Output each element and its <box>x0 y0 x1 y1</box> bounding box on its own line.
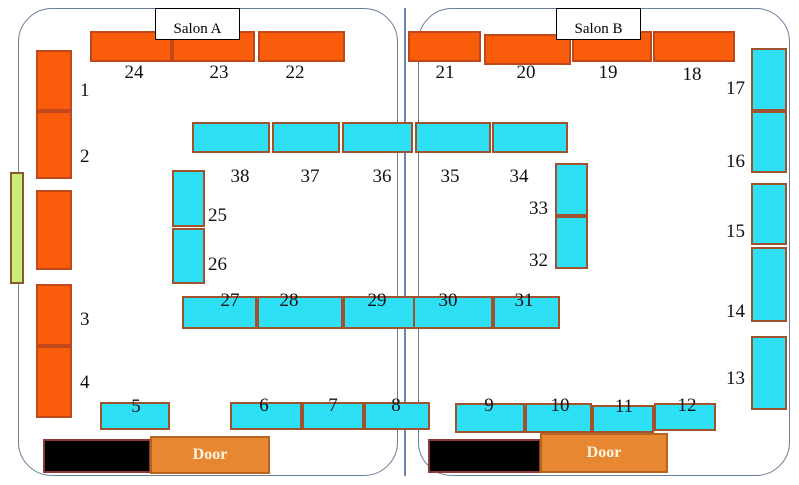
booth-label-19: 19 <box>598 62 618 83</box>
booth-3[interactable] <box>36 284 72 346</box>
salon-a-label-box: Salon A <box>155 8 240 40</box>
booth-label-9: 9 <box>484 395 494 416</box>
booth-label-6: 6 <box>259 395 269 416</box>
salon-b-label-box: Salon B <box>556 8 641 40</box>
booth-label-3: 3 <box>80 309 90 330</box>
booth-label-18: 18 <box>682 64 702 85</box>
booth-label-2: 2 <box>80 146 90 167</box>
booth-18[interactable] <box>653 31 735 62</box>
booth-7[interactable] <box>302 402 364 430</box>
booth-29[interactable] <box>343 296 415 329</box>
booth-label-28: 28 <box>279 290 299 311</box>
booth-11[interactable] <box>592 405 654 433</box>
booth-9[interactable] <box>455 403 525 433</box>
booth-label-36: 36 <box>372 166 392 187</box>
booth-label-30: 30 <box>438 290 458 311</box>
booth-33[interactable] <box>555 163 588 216</box>
booth-1[interactable] <box>36 50 72 111</box>
booth-32[interactable] <box>555 216 588 269</box>
booth-25[interactable] <box>172 170 205 227</box>
booth-14[interactable] <box>751 247 787 322</box>
booth-unlabeled[interactable] <box>36 190 72 270</box>
booth-38[interactable] <box>192 122 270 153</box>
booth-16[interactable] <box>751 111 787 173</box>
booth-label-15: 15 <box>726 221 745 242</box>
booth-label-13: 13 <box>726 368 745 389</box>
booth-35[interactable] <box>415 122 491 153</box>
booth-4[interactable] <box>36 346 72 418</box>
booth-31[interactable] <box>493 296 560 329</box>
black-block-left <box>43 439 151 473</box>
booth-13[interactable] <box>751 336 787 410</box>
booth-label-29: 29 <box>367 290 387 311</box>
booth-label-34: 34 <box>509 166 529 187</box>
booth-28[interactable] <box>257 296 343 329</box>
booth-2[interactable] <box>36 111 72 179</box>
booth-15[interactable] <box>751 183 787 245</box>
booth-label-5: 5 <box>131 396 141 417</box>
booth-6[interactable] <box>230 402 302 430</box>
booth-22[interactable] <box>258 31 345 62</box>
black-block-right <box>428 439 541 473</box>
booth-label-37: 37 <box>300 166 320 187</box>
booth-36[interactable] <box>342 122 413 153</box>
booth-label-25: 25 <box>208 205 227 226</box>
booth-37[interactable] <box>272 122 340 153</box>
booth-label-22: 22 <box>285 62 305 83</box>
booth-26[interactable] <box>172 228 205 284</box>
booth-label-16: 16 <box>726 151 745 172</box>
door-left[interactable]: Door <box>150 436 270 474</box>
booth-label-38: 38 <box>230 166 250 187</box>
booth-label-35: 35 <box>440 166 460 187</box>
booth-label-31: 31 <box>514 290 534 311</box>
booth-label-17: 17 <box>726 78 745 99</box>
booth-label-7: 7 <box>328 395 338 416</box>
booth-label-32: 32 <box>529 250 548 271</box>
booth-label-23: 23 <box>209 62 229 83</box>
booth-34[interactable] <box>492 122 568 153</box>
booth-30[interactable] <box>413 296 493 329</box>
booth-12[interactable] <box>654 403 716 431</box>
booth-10[interactable] <box>525 403 592 433</box>
booth-label-24: 24 <box>124 62 144 83</box>
booth-label-14: 14 <box>726 301 745 322</box>
booth-label-11: 11 <box>614 396 634 417</box>
booth-label-4: 4 <box>80 372 90 393</box>
booth-label-21: 21 <box>435 62 455 83</box>
booth-27[interactable] <box>182 296 257 329</box>
booth-label-20: 20 <box>516 62 536 83</box>
center-divider <box>404 8 406 476</box>
wall-strip <box>10 172 24 284</box>
booth-label-26: 26 <box>208 254 227 275</box>
booth-label-33: 33 <box>529 198 548 219</box>
booth-21[interactable] <box>408 31 481 62</box>
booth-label-8: 8 <box>391 395 401 416</box>
booth-17[interactable] <box>751 48 787 111</box>
booth-8[interactable] <box>364 402 430 430</box>
booth-label-27: 27 <box>220 290 240 311</box>
booth-5[interactable] <box>100 402 170 430</box>
booth-label-12: 12 <box>677 395 697 416</box>
booth-label-10: 10 <box>550 395 570 416</box>
door-right[interactable]: Door <box>540 433 668 473</box>
booth-label-1: 1 <box>80 80 90 101</box>
